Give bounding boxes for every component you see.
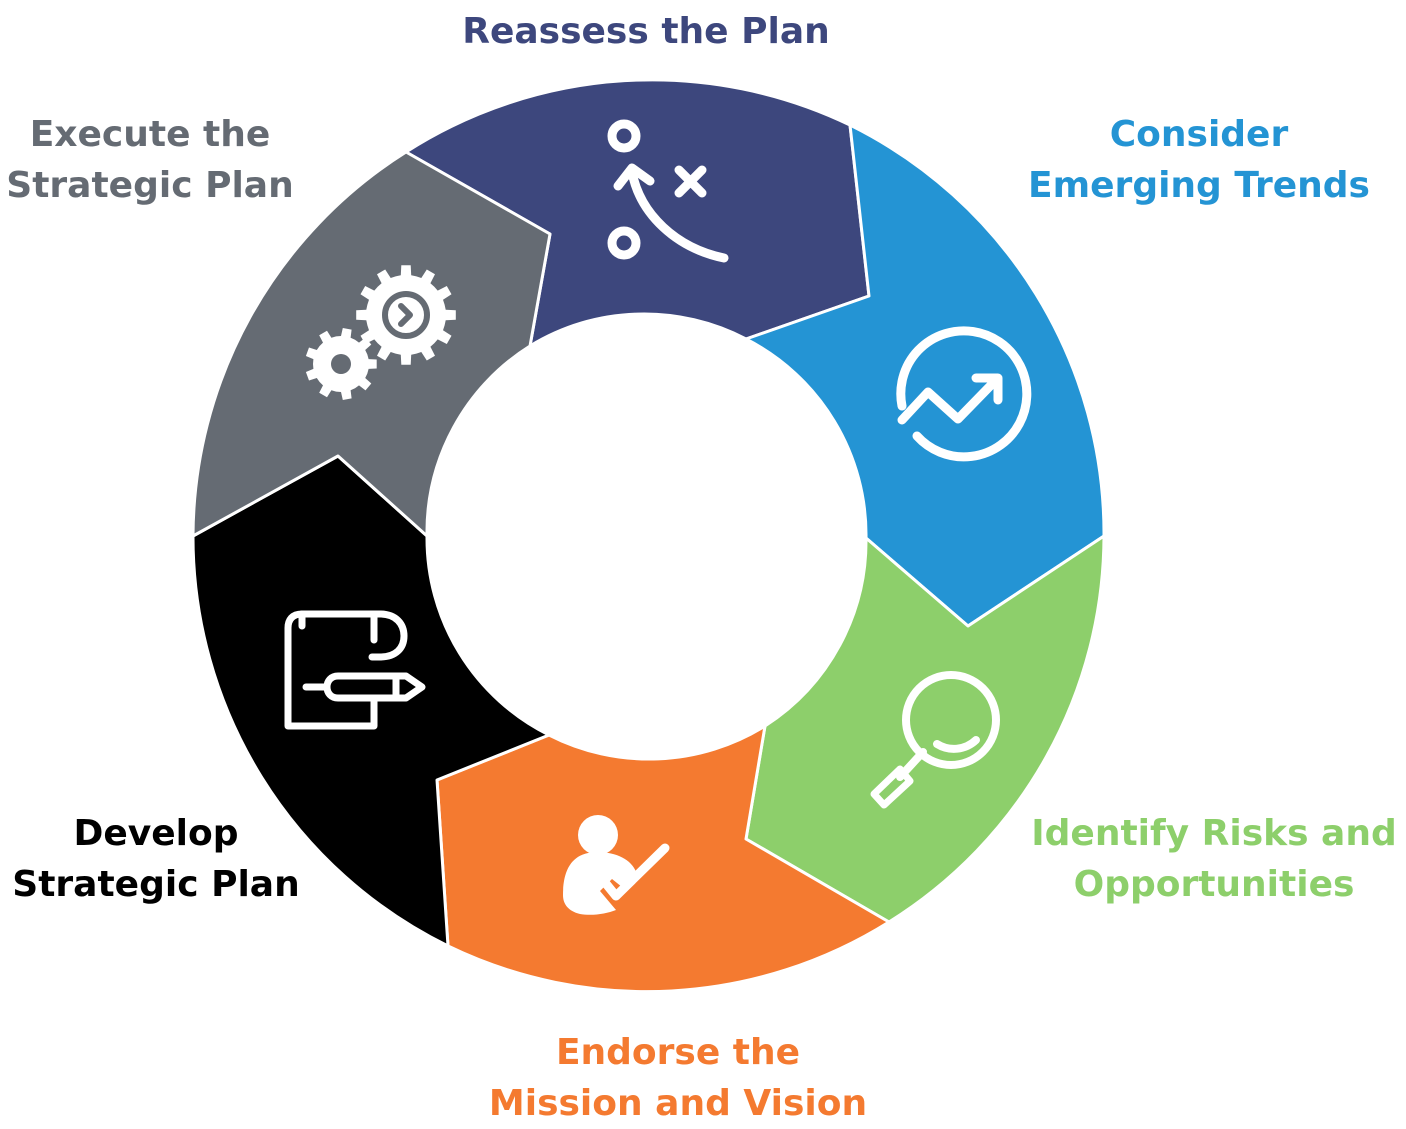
segment-consider bbox=[744, 123, 1106, 628]
label-line: Mission and Vision bbox=[488, 1083, 868, 1124]
magnifying-glass-icon bbox=[870, 671, 1000, 809]
label-line: Develop bbox=[73, 813, 239, 854]
person-check-icon bbox=[563, 815, 670, 915]
gear-shape bbox=[305, 328, 377, 400]
segment-execute bbox=[191, 150, 552, 538]
label-line: Strategic Plan bbox=[12, 864, 300, 905]
label-line: Execute the bbox=[29, 114, 271, 155]
label-line: Reassess the Plan bbox=[462, 11, 830, 52]
label-line: Consider bbox=[1109, 114, 1289, 155]
segment-reassess bbox=[404, 78, 871, 348]
scroll-pencil-icon bbox=[284, 610, 426, 730]
label-line: Endorse the bbox=[555, 1032, 801, 1073]
trend-chart-icon bbox=[896, 326, 1032, 462]
gears-icon bbox=[305, 265, 456, 400]
label-line: Strategic Plan bbox=[6, 165, 294, 206]
segment-identify bbox=[744, 534, 1106, 924]
segment-endorse bbox=[435, 724, 891, 994]
label-reassess: Reassess the Plan bbox=[462, 6, 830, 57]
play-diagram-icon bbox=[607, 119, 729, 263]
label-line: Opportunities bbox=[1073, 864, 1355, 905]
label-line: Emerging Trends bbox=[1028, 165, 1370, 206]
label-line: Identify Risks and bbox=[1031, 813, 1397, 854]
